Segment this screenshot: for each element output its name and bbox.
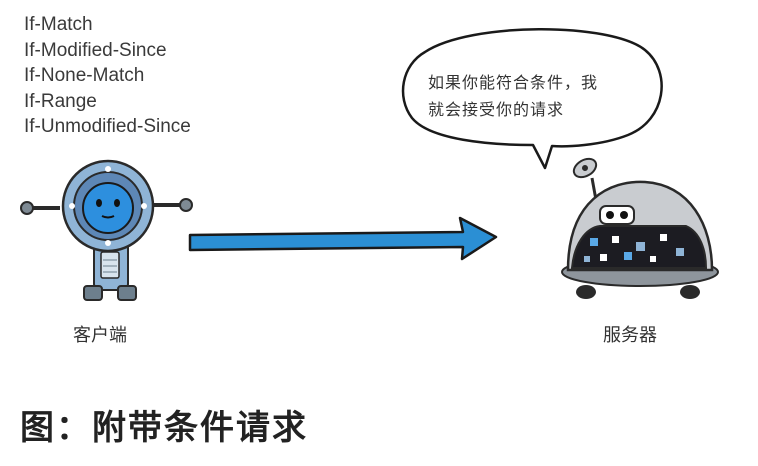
server-label: 服务器	[603, 325, 657, 346]
header-item: If-Range	[24, 90, 97, 112]
speech-line: 如果你能符合条件，我	[428, 73, 599, 92]
request-arrow	[188, 216, 498, 261]
header-item: If-None-Match	[24, 65, 145, 86]
header-item: If-Match	[24, 14, 93, 35]
client-robot	[20, 159, 193, 301]
conditional-headers-list: If-Match If-Modified-Since If-None-Match…	[24, 12, 191, 140]
header-item: If-Modified-Since	[24, 39, 167, 61]
speech-bubble-text: 如果你能符合条件，我 就会接受你的请求	[428, 69, 643, 123]
speech-bubble	[401, 28, 663, 170]
speech-line: 就会接受你的请求	[428, 100, 565, 119]
figure-caption: 图：附带条件请求	[20, 408, 308, 448]
client-label: 客户端	[73, 325, 127, 346]
server-robot	[561, 157, 719, 299]
header-item: If-Unmodified-Since	[24, 116, 191, 137]
